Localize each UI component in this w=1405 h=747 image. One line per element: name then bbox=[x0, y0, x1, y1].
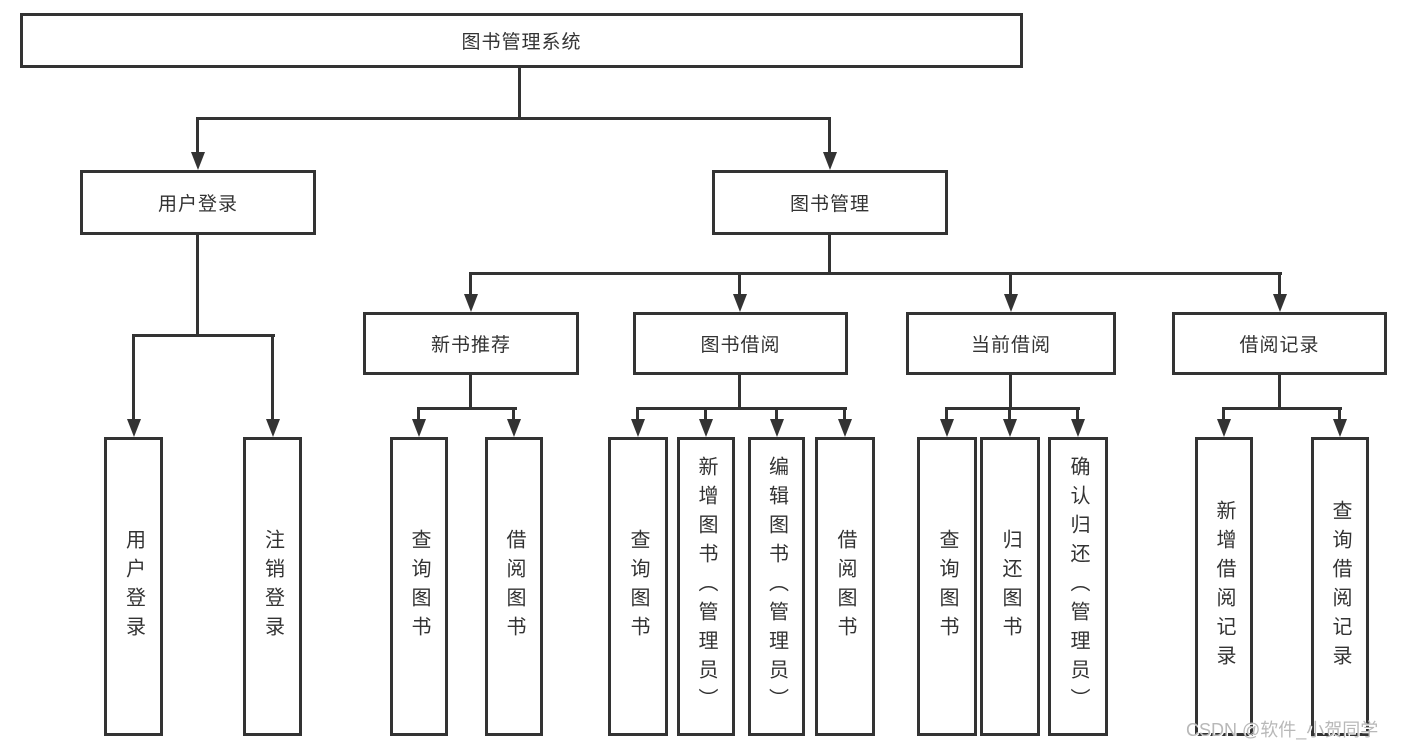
leaf-query-books-current: 查询图书 bbox=[917, 437, 977, 736]
arrow-down-icon bbox=[770, 419, 784, 437]
arrow-down-icon bbox=[631, 419, 645, 437]
arrow-down-icon bbox=[266, 419, 280, 437]
arrow-down-icon bbox=[1003, 419, 1017, 437]
node-new-book-recommend: 新书推荐 bbox=[363, 312, 579, 375]
leaf-add-borrow-record: 新增借阅记录 bbox=[1195, 437, 1253, 736]
leaf-borrow-books: 借阅图书 bbox=[815, 437, 875, 736]
arrow-down-icon bbox=[699, 419, 713, 437]
arrow-down-icon bbox=[1217, 419, 1231, 437]
node-current-borrow: 当前借阅 bbox=[906, 312, 1116, 375]
node-label: 用户登录 bbox=[122, 528, 145, 645]
node-label: 新书推荐 bbox=[430, 335, 511, 356]
node-label: 图书借阅 bbox=[700, 335, 781, 356]
arrow-down-icon bbox=[1004, 294, 1018, 312]
arrow-down-icon bbox=[412, 419, 426, 437]
node-label: 查询借阅记录 bbox=[1329, 499, 1351, 674]
node-user-login: 用户登录 bbox=[80, 170, 316, 235]
leaf-user-login: 用户登录 bbox=[104, 437, 163, 736]
node-label: 图书管理系统 bbox=[461, 32, 582, 53]
node-label: 借阅记录 bbox=[1239, 335, 1320, 356]
arrow-down-icon bbox=[940, 419, 954, 437]
arrow-down-icon bbox=[191, 152, 205, 170]
leaf-edit-book-admin: 编辑图书（管理员） bbox=[748, 437, 805, 736]
leaf-return-books: 归还图书 bbox=[980, 437, 1040, 736]
node-label: 用户登录 bbox=[157, 194, 238, 215]
leaf-confirm-return-admin: 确认归还（管理员） bbox=[1048, 437, 1108, 736]
node-label: 查询图书 bbox=[627, 528, 649, 645]
node-label: 确认归还（管理员） bbox=[1067, 456, 1089, 717]
node-label: 查询图书 bbox=[408, 528, 430, 645]
node-label: 注销登录 bbox=[261, 528, 284, 645]
arrow-down-icon bbox=[1071, 419, 1085, 437]
leaf-add-book-admin: 新增图书（管理员） bbox=[677, 437, 735, 736]
arrow-down-icon bbox=[1273, 294, 1287, 312]
watermark: CSDN @软件_小贺同学 bbox=[1186, 720, 1379, 740]
node-label: 新增借阅记录 bbox=[1213, 499, 1235, 674]
leaf-query-books-recommend: 查询图书 bbox=[390, 437, 448, 736]
node-label: 编辑图书（管理员） bbox=[765, 456, 788, 717]
leaf-query-borrow-record: 查询借阅记录 bbox=[1311, 437, 1369, 736]
arrow-down-icon bbox=[733, 294, 747, 312]
node-book-borrow: 图书借阅 bbox=[633, 312, 848, 375]
node-label: 当前借阅 bbox=[970, 335, 1051, 356]
arrow-down-icon bbox=[823, 152, 837, 170]
leaf-query-books-borrow: 查询图书 bbox=[608, 437, 668, 736]
node-label: 借阅图书 bbox=[503, 528, 525, 645]
node-label: 图书管理 bbox=[789, 194, 870, 215]
arrow-down-icon bbox=[127, 419, 141, 437]
node-book-management: 图书管理 bbox=[712, 170, 948, 235]
node-label: 查询图书 bbox=[936, 528, 958, 645]
leaf-logout: 注销登录 bbox=[243, 437, 302, 736]
arrow-down-icon bbox=[1333, 419, 1347, 437]
arrow-down-icon bbox=[464, 294, 478, 312]
node-label: 归还图书 bbox=[999, 528, 1021, 645]
node-label: 借阅图书 bbox=[834, 528, 856, 645]
node-library-system: 图书管理系统 bbox=[20, 13, 1023, 68]
node-borrow-records: 借阅记录 bbox=[1172, 312, 1387, 375]
arrow-down-icon bbox=[838, 419, 852, 437]
arrow-down-icon bbox=[507, 419, 521, 437]
node-label: 新增图书（管理员） bbox=[695, 456, 717, 717]
leaf-borrow-books-recommend: 借阅图书 bbox=[485, 437, 543, 736]
